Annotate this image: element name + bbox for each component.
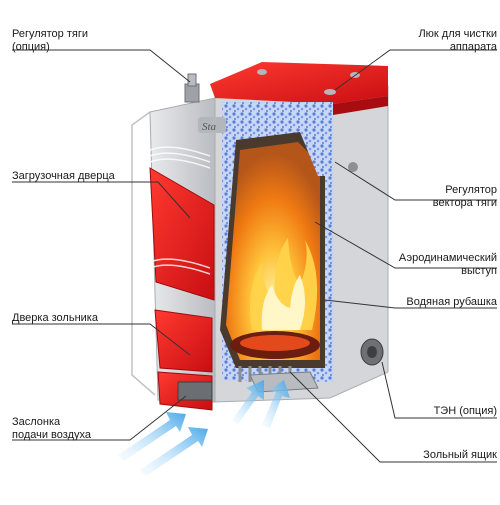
aerodynamic-ledge <box>300 130 333 176</box>
ash-door <box>154 309 213 373</box>
top-cover <box>210 62 388 104</box>
outline-line <box>131 111 156 396</box>
draft-regulator-body <box>184 83 200 103</box>
label-loading-door: Загрузочная дверца <box>12 170 115 182</box>
coal-glow <box>240 335 310 351</box>
brand-mark: Sta <box>202 121 217 133</box>
heating-element-inner <box>367 346 377 358</box>
label-ash-door: Дверка зольника <box>12 312 98 324</box>
leader-lines <box>12 49 497 463</box>
label-ash-box: Зольный ящик <box>423 449 497 461</box>
top-knob-3 <box>257 69 267 75</box>
air-flow-arrows <box>118 380 290 476</box>
cleaning-hatch-knob <box>324 89 336 95</box>
draft-regulator-cap <box>187 73 197 87</box>
flame-core <box>261 275 305 330</box>
top-cover-side <box>333 96 388 115</box>
label-draft-regulator: Регулятор тяги(опция) <box>12 28 88 53</box>
draft-vector-knob <box>348 162 358 172</box>
air-damper <box>177 381 213 401</box>
label-water-jacket: Водяная рубашка <box>406 296 497 308</box>
loading-door <box>149 167 215 301</box>
label-heating-element: ТЭН (опция) <box>433 405 497 417</box>
door-vent-lines <box>149 146 211 275</box>
brand-plate <box>198 117 226 133</box>
